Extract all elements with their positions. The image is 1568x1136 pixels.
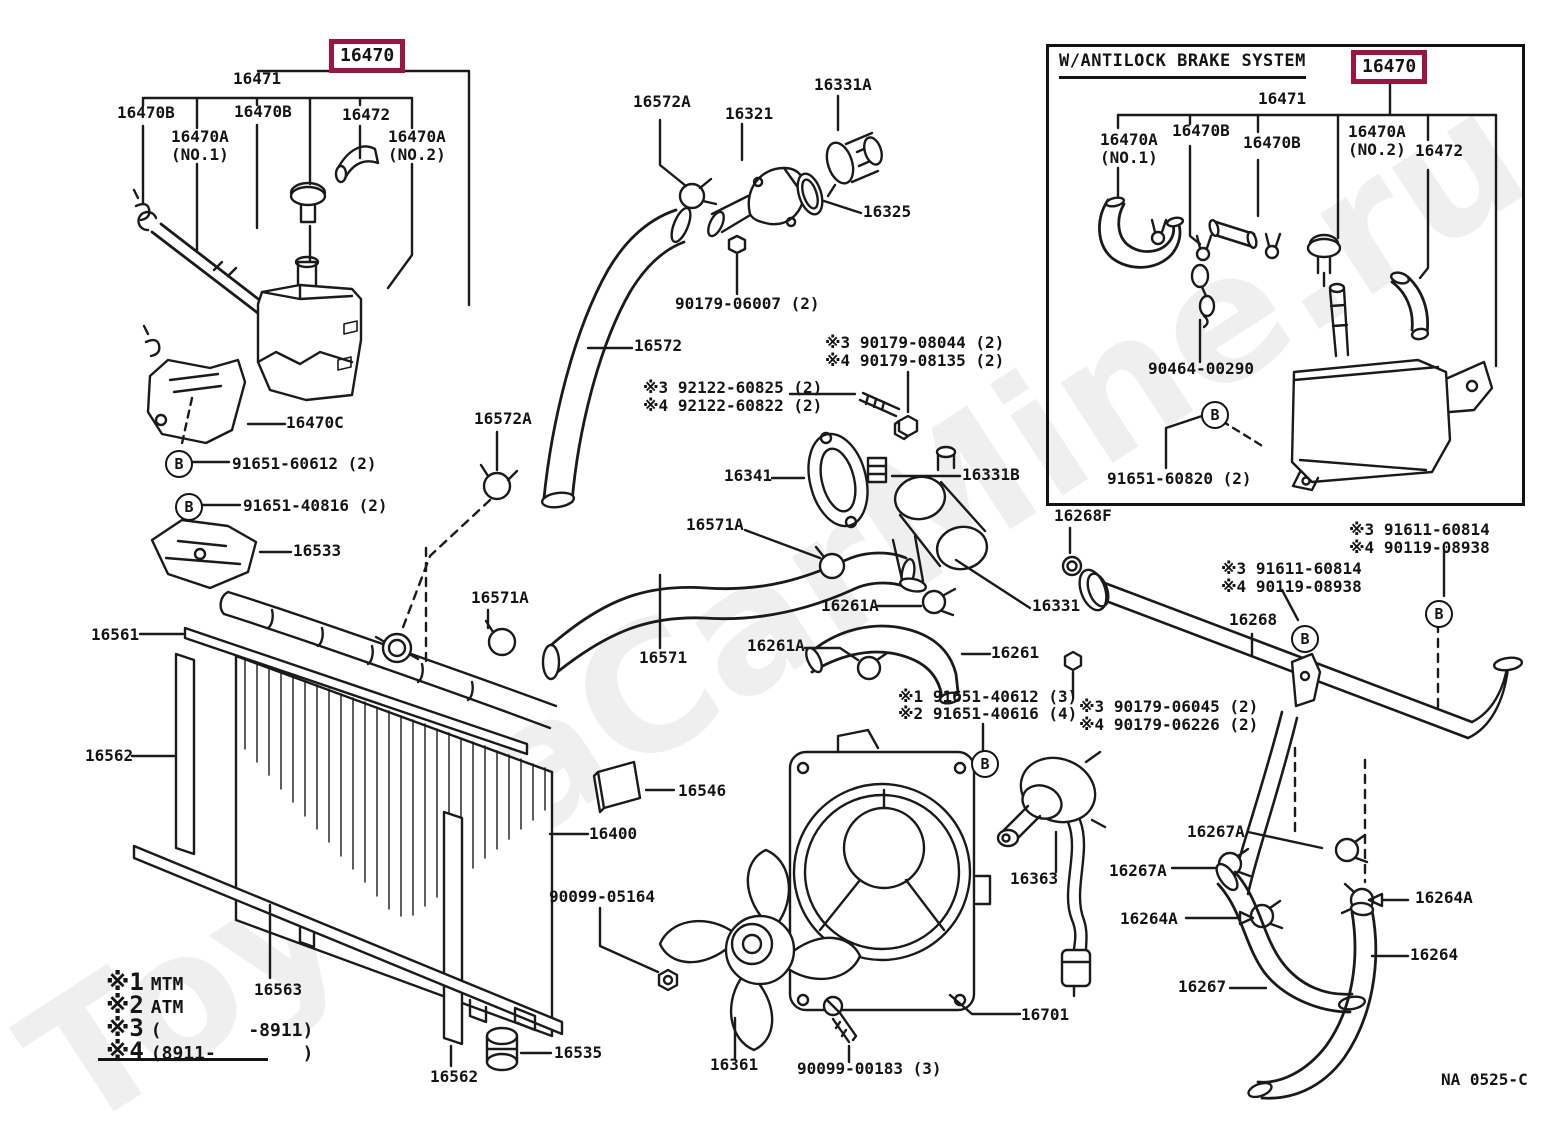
legend-text: ATM — [150, 997, 184, 1018]
part-label-16264: 16264 — [1410, 945, 1459, 964]
legend-row: ※2 ATM — [106, 991, 183, 1019]
part-label-16321: 16321 — [725, 104, 774, 123]
part-label-16563: 16563 — [254, 980, 303, 999]
part-label-92122-60825: ※3 92122-60825 (2) — [643, 378, 823, 397]
part-label-16261A: 16261A — [747, 636, 805, 655]
part-label-16361: 16361 — [710, 1055, 759, 1074]
artwork-elbow-hose — [803, 624, 992, 796]
part-label-16471: 16471 — [1258, 89, 1307, 108]
artwork-inlet-cluster — [770, 370, 1032, 617]
highlighted-part-label: 16470 — [340, 45, 395, 66]
part-label-16261A: 16261A — [821, 596, 879, 615]
part-label-16472: 16472 — [1415, 141, 1464, 160]
part-label-16572: 16572 — [634, 336, 683, 355]
part-label-16267A: 16267A — [1109, 861, 1167, 880]
part-label-91651-40616: ※2 91651-40616 (4) — [898, 704, 1078, 723]
part-label-16471: 16471 — [233, 69, 282, 88]
highlighted-part-16470-main[interactable]: 16470 — [329, 39, 406, 73]
artwork-fan-shroud-motor — [598, 728, 1107, 1064]
part-label-16571A: 16571A — [686, 515, 744, 534]
abs-variant-box-frame — [1046, 44, 1525, 506]
part-label-90099-00183: 90099-00183 (3) — [797, 1059, 942, 1078]
part-label-16268F: 16268F — [1054, 506, 1112, 525]
part-label-16701: 16701 — [1021, 1005, 1070, 1024]
part-label-16264A: 16264A — [1120, 909, 1178, 928]
part-label-16470C: 16470C — [286, 413, 344, 432]
part-label-16561: 16561 — [91, 625, 140, 644]
part-label-16470B: 16470B — [117, 103, 175, 122]
part-label-16572A: 16572A — [474, 409, 532, 428]
part-label-91651-60612: 91651-60612 (2) — [232, 454, 377, 473]
highlighted-part-16470-abs[interactable]: 16470 — [1351, 50, 1428, 84]
legend-mark: ※1 — [106, 968, 144, 996]
artwork-pipes — [1061, 526, 1524, 1100]
fastener-b-marker: B — [1201, 401, 1229, 429]
part-label-16470B: 16470B — [1243, 133, 1301, 152]
part-label-16325: 16325 — [863, 202, 912, 221]
part-label-16400: 16400 — [589, 824, 638, 843]
artwork-abs-box — [1098, 80, 1498, 492]
part-label-16470A-no1: 16470A (NO.1) — [1100, 130, 1158, 167]
part-label-90119-08938: ※4 90119-08938 — [1221, 577, 1362, 596]
part-label-90179-06045: ※3 90179-06045 (2) — [1079, 697, 1259, 716]
part-label-16533: 16533 — [293, 541, 342, 560]
legend-mark: ※2 — [106, 991, 144, 1019]
fastener-b-marker: B — [165, 450, 193, 478]
part-label-91651-60820: 91651-60820 (2) — [1107, 469, 1252, 488]
legend-underline — [98, 1058, 268, 1061]
part-label-90179-06007: 90179-06007 (2) — [675, 294, 820, 313]
highlighted-part-label: 16470 — [1362, 56, 1417, 77]
artwork-reservoir-main — [132, 145, 380, 590]
part-label-16470A-no1: 16470A (NO.1) — [171, 127, 229, 164]
part-label-16470B: 16470B — [234, 102, 292, 121]
fastener-b-marker: B — [1425, 600, 1453, 628]
legend-text: MTM — [150, 974, 184, 995]
part-label-90119-08938: ※4 90119-08938 — [1349, 538, 1490, 557]
part-label-90179-08135: ※4 90179-08135 (2) — [825, 351, 1005, 370]
part-label-91611-60814: ※3 91611-60814 — [1221, 559, 1362, 578]
part-label-16331B: 16331B — [962, 465, 1020, 484]
part-label-90179-08044: ※3 90179-08044 (2) — [825, 333, 1005, 352]
part-label-16562: 16562 — [85, 746, 134, 765]
part-label-90099-05164: 90099-05164 — [549, 887, 655, 906]
part-label-16562: 16562 — [430, 1067, 479, 1086]
legend-row: ※1 MTM — [106, 968, 183, 996]
part-label-16268: 16268 — [1229, 610, 1278, 629]
part-label-90464-00290: 90464-00290 — [1148, 359, 1254, 378]
artwork-upper-hose-thermostat — [400, 94, 883, 632]
figure-code: NA 0525-C — [1441, 1070, 1528, 1089]
legend-text: ( -8911) — [150, 1020, 314, 1041]
part-label-16571A: 16571A — [471, 588, 529, 607]
part-label-16341: 16341 — [724, 466, 773, 485]
part-label-16572A: 16572A — [633, 92, 691, 111]
part-label-16267A: 16267A — [1187, 822, 1245, 841]
part-label-16470A-no2: 16470A (NO.2) — [388, 127, 446, 164]
part-label-90179-06226: ※4 90179-06226 (2) — [1079, 715, 1259, 734]
part-label-16470B: 16470B — [1172, 121, 1230, 140]
part-label-16331: 16331 — [1032, 596, 1081, 615]
part-label-16535: 16535 — [554, 1043, 603, 1062]
artwork-callout-tree-main — [141, 64, 471, 307]
artwork-radiator — [130, 546, 676, 1072]
part-label-16571: 16571 — [639, 648, 688, 667]
part-label-16363: 16363 — [1010, 869, 1059, 888]
part-label-16470A-no2: 16470A (NO.2) — [1348, 122, 1406, 159]
fastener-b-marker: B — [175, 493, 203, 521]
part-label-16267: 16267 — [1178, 977, 1227, 996]
part-label-16264A: 16264A — [1415, 888, 1473, 907]
part-label-91611-60814: ※3 91611-60814 — [1349, 520, 1490, 539]
legend-mark: ※3 — [106, 1014, 144, 1042]
fastener-b-marker: B — [1291, 625, 1319, 653]
part-label-91651-40612: ※1 91651-40612 (3) — [898, 687, 1078, 706]
part-label-16472: 16472 — [342, 105, 391, 124]
abs-variant-box-title: W/ANTILOCK BRAKE SYSTEM — [1059, 51, 1306, 79]
part-label-16331A: 16331A — [814, 75, 872, 94]
fastener-b-marker: B — [971, 750, 999, 778]
part-label-16546: 16546 — [678, 781, 727, 800]
part-label-91651-40816: 91651-40816 (2) — [243, 496, 388, 515]
part-label-16261: 16261 — [991, 643, 1040, 662]
part-label-92122-60822: ※4 92122-60822 (2) — [643, 396, 823, 415]
legend-row: ※3 ( -8911) — [106, 1014, 313, 1042]
